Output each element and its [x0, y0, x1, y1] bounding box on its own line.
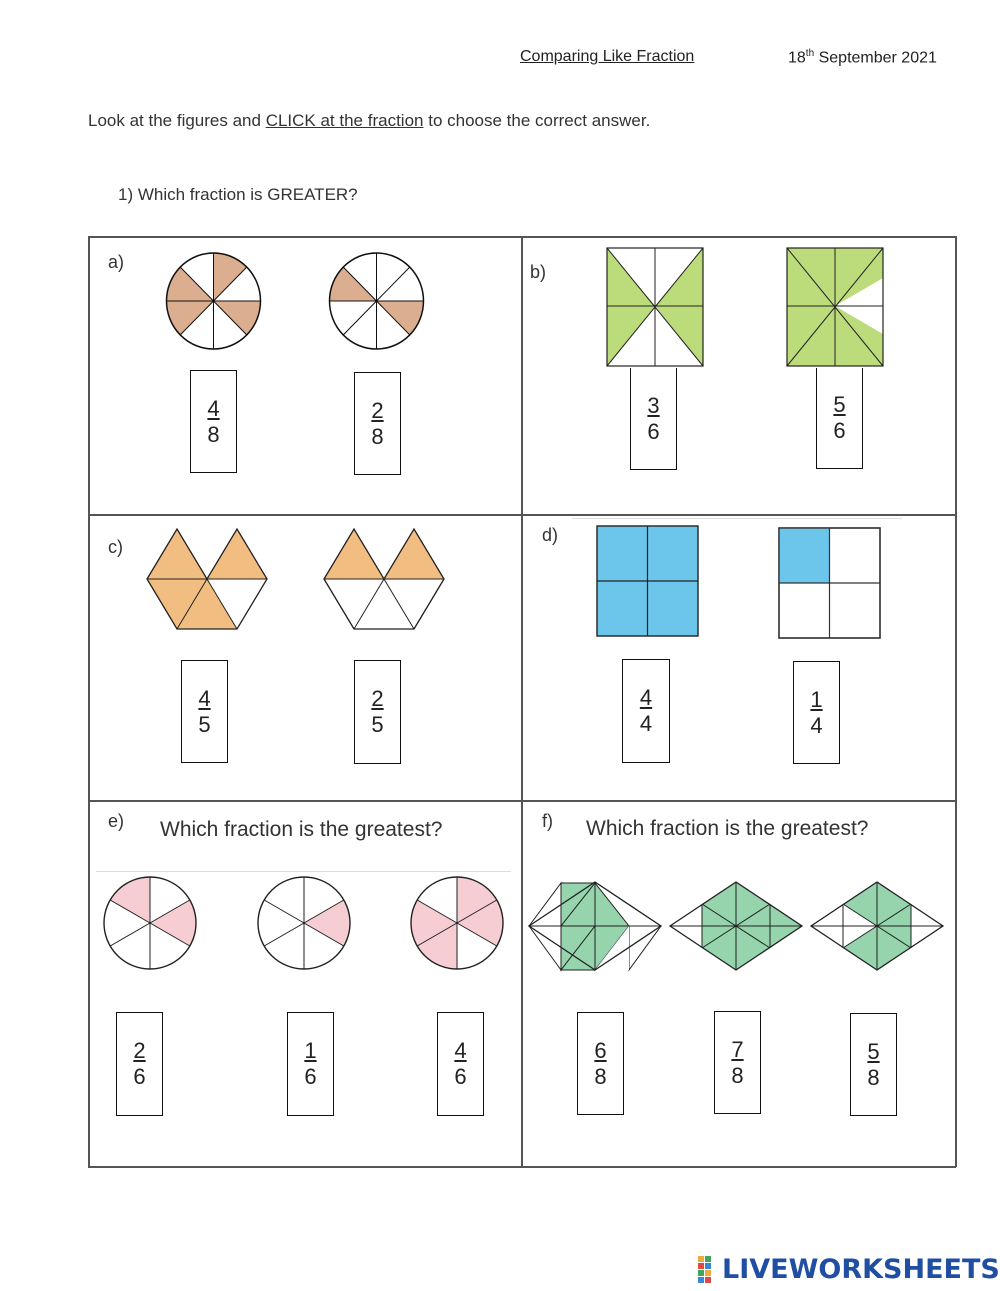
circle-fraction-4-8 — [165, 252, 262, 350]
answer-e-3[interactable]: 4 6 — [437, 1012, 484, 1116]
answer-e-1[interactable]: 2 6 — [116, 1012, 163, 1116]
panel-a-label: a) — [108, 252, 125, 272]
answer-c-1[interactable]: 4 5 — [181, 660, 228, 763]
answer-f-3[interactable]: 5 8 — [850, 1013, 897, 1116]
panel-f-label: f) — [542, 811, 553, 831]
liveworksheets-logo-icon — [698, 1255, 711, 1283]
answer-b-2[interactable]: 5 6 — [816, 368, 863, 469]
question-1: 1) Which fraction is GREATER? — [118, 185, 358, 204]
answer-e-2[interactable]: 1 6 — [287, 1012, 334, 1116]
worksheet-date: 18th September 2021 — [788, 48, 937, 67]
answer-c-2[interactable]: 2 5 — [354, 660, 401, 764]
panel-c-label: c) — [108, 537, 123, 557]
answer-f-2[interactable]: 7 8 — [714, 1011, 761, 1114]
answer-b-1[interactable]: 3 6 — [630, 368, 677, 470]
circle-fraction-2-6 — [103, 876, 197, 970]
square-fraction-4-4 — [596, 525, 699, 637]
hexagon-fraction-2-5 — [323, 527, 445, 630]
rhombus-fraction-6-8 — [527, 881, 663, 972]
faint-rule — [572, 518, 902, 519]
liveworksheets-wordmark: LIVEWORKSHEETS — [722, 1254, 1000, 1285]
circle-fraction-2-8 — [328, 252, 425, 350]
circle-fraction-4-6 — [410, 876, 504, 970]
panel-e-question: Which fraction is the greatest? — [160, 818, 443, 841]
answer-d-2[interactable]: 1 4 — [793, 661, 840, 764]
square-fraction-1-4 — [778, 527, 881, 639]
hexagon-fraction-4-5 — [146, 527, 268, 630]
rhombus-fraction-7-8 — [668, 881, 804, 971]
answer-a-1[interactable]: 4 8 — [190, 370, 237, 473]
answer-d-1[interactable]: 4 4 — [622, 659, 670, 763]
answer-f-1[interactable]: 6 8 — [577, 1012, 624, 1115]
panel-f-question: Which fraction is the greatest? — [586, 817, 869, 840]
answer-a-2[interactable]: 2 8 — [354, 372, 401, 475]
liveworksheets-logo: LIVEWORKSHEETS — [698, 1254, 1000, 1285]
bowtie-fraction-5-6 — [786, 247, 884, 367]
panel-e-label: e) — [108, 811, 125, 831]
bowtie-fraction-3-6 — [606, 247, 704, 367]
panel-d-label: d) — [542, 525, 559, 545]
circle-fraction-1-6 — [257, 876, 351, 970]
worksheet-title: Comparing Like Fraction — [520, 48, 695, 65]
instructions: Look at the figures and CLICK at the fra… — [88, 111, 651, 130]
panel-b-label: b) — [530, 262, 547, 282]
rhombus-fraction-5-8 — [809, 881, 945, 971]
faint-rule — [96, 871, 511, 872]
